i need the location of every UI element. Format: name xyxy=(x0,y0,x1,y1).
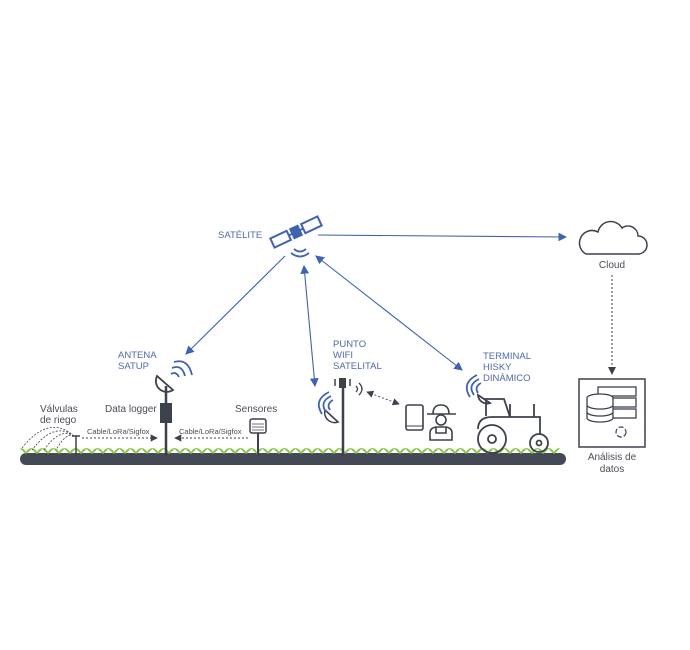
analysis-label-line2: datos xyxy=(600,464,624,475)
cloud-label: Cloud xyxy=(599,260,625,271)
plant-sprout xyxy=(152,448,164,454)
valves-link-label: Cable/LoRa/Sigfox xyxy=(87,427,150,436)
terminal-label-line3: DINÁMICO xyxy=(483,373,531,384)
plant-sprout xyxy=(75,448,87,454)
satellite-label: SATÉLITE xyxy=(218,230,262,241)
antenna-label-line1: ANTENA xyxy=(118,350,157,361)
plant-sprout xyxy=(372,448,384,454)
arrow-satellite-to-antenna xyxy=(185,255,286,355)
sensors-link-label: Cable/LoRa/Sigfox xyxy=(179,427,242,436)
sensors-label: Sensores xyxy=(235,404,277,415)
plant-sprout xyxy=(482,448,494,454)
tablet-icon xyxy=(405,404,424,431)
plant-sprout xyxy=(504,448,516,454)
arrow-satellite-to-cloud xyxy=(317,232,568,242)
terminal-label-line1: TERMINAL xyxy=(483,351,531,362)
satellite-icon xyxy=(268,215,324,249)
terminal-signal-icon xyxy=(465,374,482,398)
plant-sprout xyxy=(273,448,285,454)
plant-sprout xyxy=(174,448,186,454)
terminal-label-line2: HISKY xyxy=(483,362,512,373)
plant-sprout xyxy=(42,448,54,454)
plant-sprout xyxy=(438,448,450,454)
plant-sprout xyxy=(108,448,120,454)
wifi-point-antenna-icon xyxy=(323,378,351,456)
wifi-point-label-line3: SATELITAL xyxy=(333,361,382,372)
cloud-icon xyxy=(578,220,648,255)
farmer-icon xyxy=(427,404,456,441)
plants-row xyxy=(20,448,560,454)
irrigation-valve-icon xyxy=(21,427,80,456)
plant-sprout xyxy=(229,448,241,454)
plant-sprout xyxy=(251,448,263,454)
wifi-point-label-line1: PUNTO xyxy=(333,339,366,350)
plant-sprout xyxy=(119,448,131,454)
plant-sprout xyxy=(218,448,230,454)
plant-sprout xyxy=(548,448,560,454)
plant-sprout xyxy=(207,448,219,454)
sensor-icon xyxy=(249,418,267,456)
plant-sprout xyxy=(471,448,483,454)
arrow-satellite-wifi xyxy=(300,264,319,388)
plant-sprout xyxy=(405,448,417,454)
tractor-icon xyxy=(477,393,549,454)
plant-sprout xyxy=(196,448,208,454)
valves-label-line1: Válvulas xyxy=(40,404,78,415)
antenna-signal-icon xyxy=(170,360,193,378)
plant-sprout xyxy=(262,448,274,454)
plant-sprout xyxy=(141,448,153,454)
plant-sprout xyxy=(361,448,373,454)
plant-sprout xyxy=(53,448,65,454)
plant-sprout xyxy=(394,448,406,454)
plant-sprout xyxy=(317,448,329,454)
plant-sprout xyxy=(306,448,318,454)
plant-sprout xyxy=(427,448,439,454)
plant-sprout xyxy=(383,448,395,454)
data-analysis-icon xyxy=(578,378,646,448)
plant-sprout xyxy=(240,448,252,454)
plant-sprout xyxy=(515,448,527,454)
plant-sprout xyxy=(449,448,461,454)
plant-sprout xyxy=(64,448,76,454)
plant-sprout xyxy=(86,448,98,454)
satellite-signal-icon xyxy=(290,248,310,258)
plant-sprout xyxy=(295,448,307,454)
data-logger-label: Data logger xyxy=(105,404,157,415)
plant-sprout xyxy=(20,448,32,454)
plant-sprout xyxy=(526,448,538,454)
antenna-label-line2: SATUP xyxy=(118,361,149,372)
wifi-to-farmer-arrow xyxy=(366,390,400,406)
plant-sprout xyxy=(284,448,296,454)
plant-sprout xyxy=(328,448,340,454)
plant-sprout xyxy=(97,448,109,454)
wifi-point-label-line2: WIFI xyxy=(333,350,353,361)
plant-sprout xyxy=(460,448,472,454)
ground-bar xyxy=(20,453,566,465)
wifi-point-signal-icon xyxy=(317,391,334,415)
plant-sprout xyxy=(31,448,43,454)
arrow-satellite-terminal xyxy=(315,255,463,371)
data-logger-icon xyxy=(160,403,172,423)
analysis-label-line1: Análisis de xyxy=(588,452,637,463)
plant-sprout xyxy=(185,448,197,454)
plant-sprout xyxy=(350,448,362,454)
plant-sprout xyxy=(416,448,428,454)
valves-label-line2: de riego xyxy=(40,415,77,426)
plant-sprout xyxy=(130,448,142,454)
wifi-point-transmit-icon xyxy=(355,382,363,396)
